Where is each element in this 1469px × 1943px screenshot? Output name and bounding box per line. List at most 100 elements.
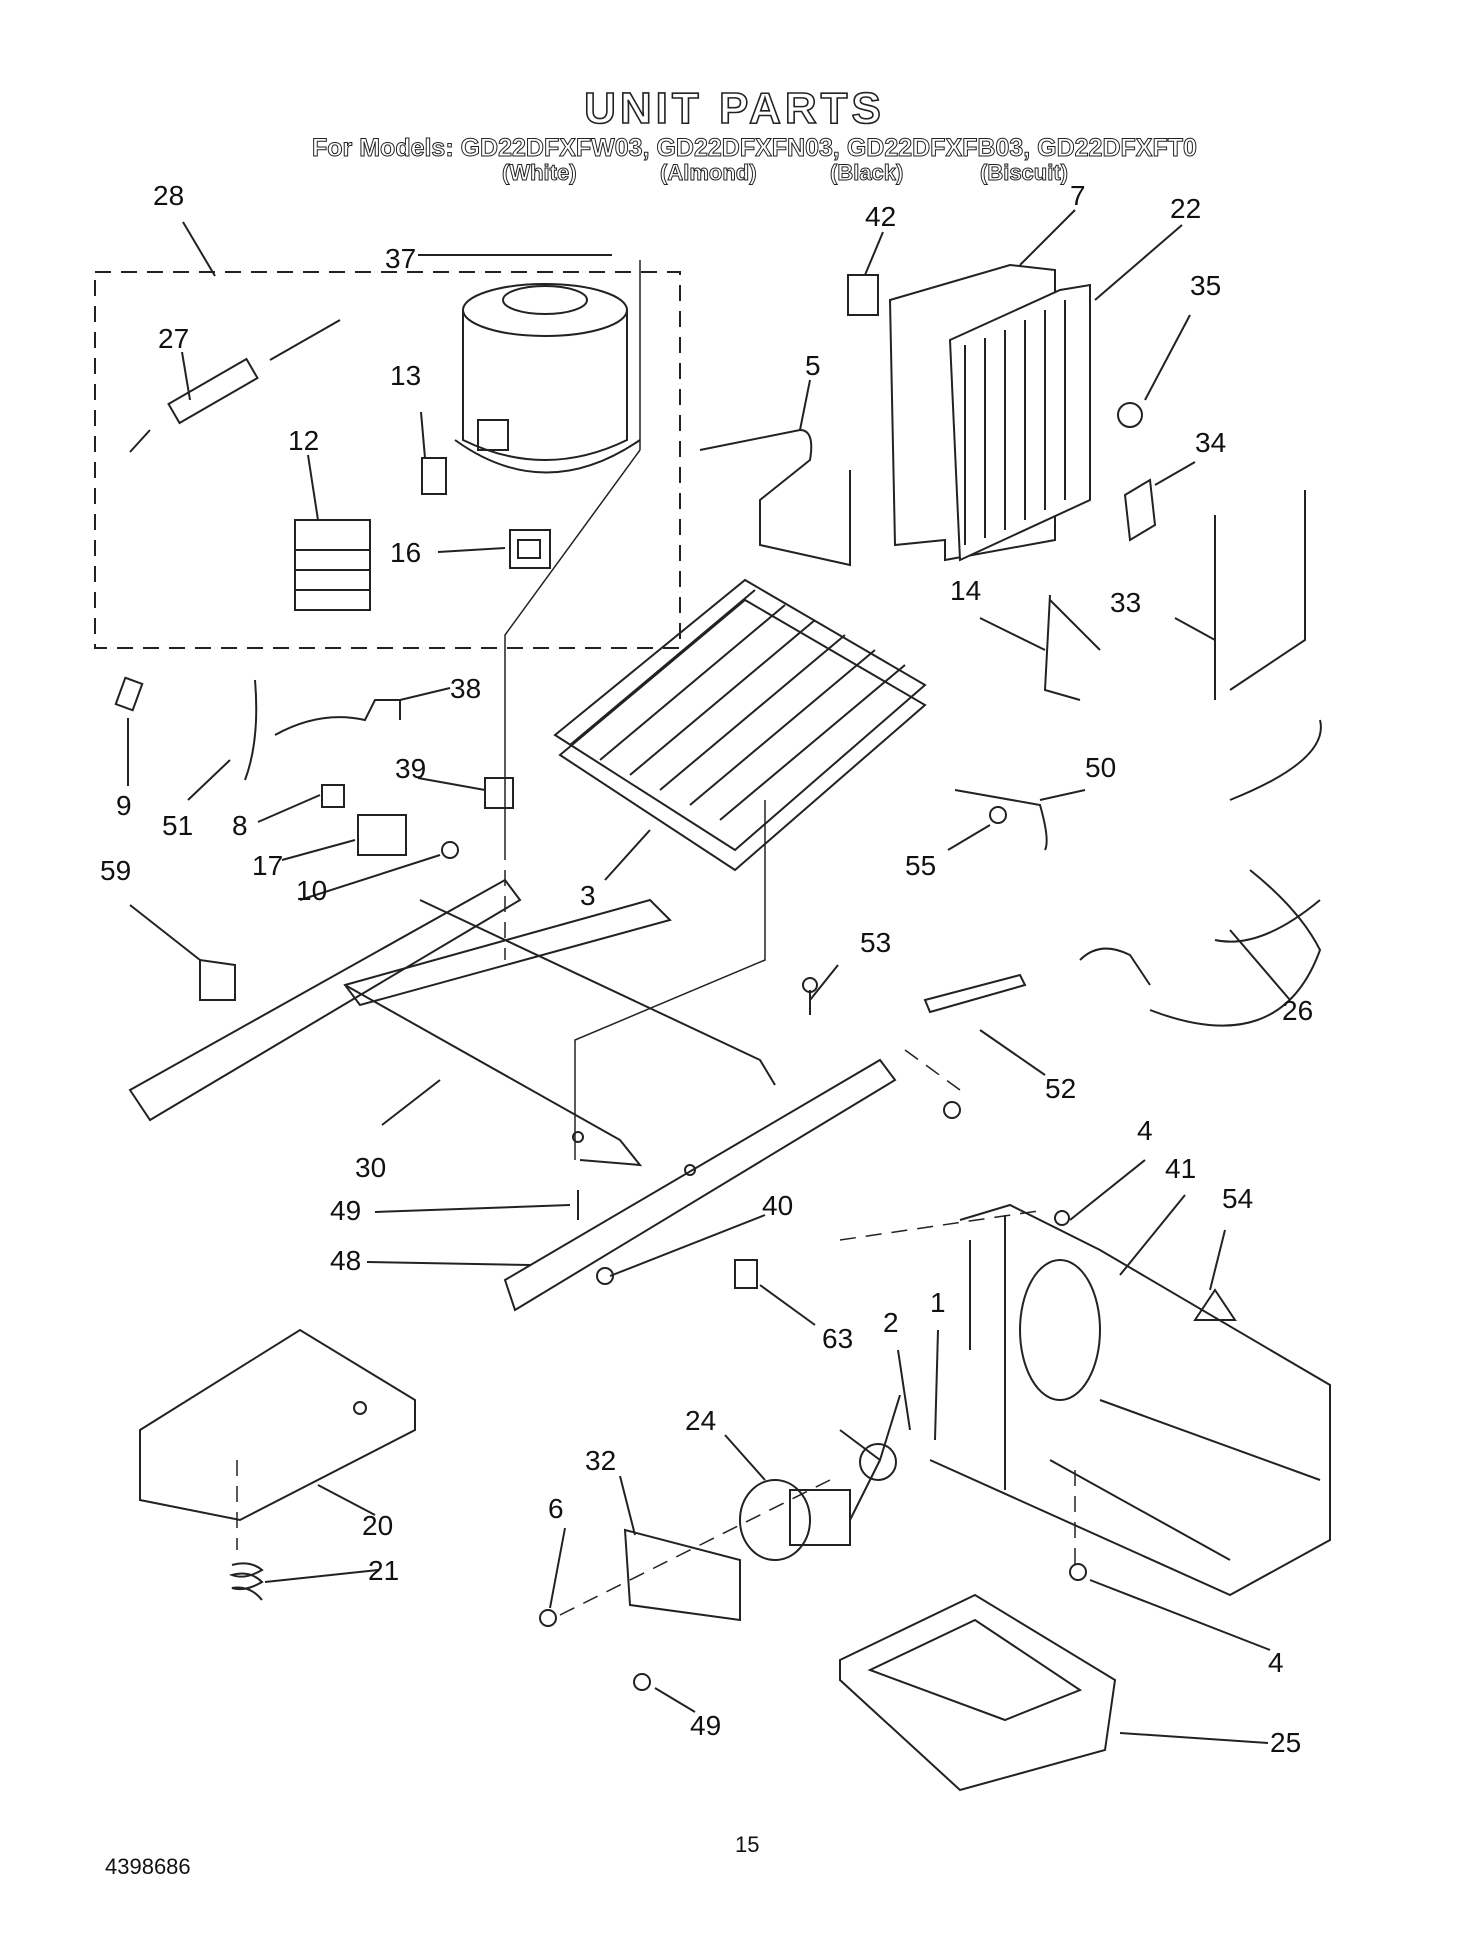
document-number: 4398686 xyxy=(105,1854,191,1879)
callout-10: 10 xyxy=(296,875,327,906)
callout-59: 59 xyxy=(100,855,131,886)
callout-labels: 28 37 27 13 12 16 42 7 22 35 5 34 14 33 … xyxy=(100,180,1313,1758)
models-line: For Models: GD22DFXFW03, GD22DFXFN03, GD… xyxy=(312,134,1198,163)
callout-49: 49 xyxy=(330,1195,361,1226)
callout-8: 8 xyxy=(232,810,248,841)
screw-53 xyxy=(802,977,818,1015)
tube-51 xyxy=(244,679,258,781)
leader-lines xyxy=(127,209,1291,1744)
cover-20 xyxy=(139,1328,416,1522)
frame-rails xyxy=(128,878,897,1312)
part-63 xyxy=(734,1259,758,1289)
callout-16: 16 xyxy=(390,537,421,568)
callout-22: 22 xyxy=(1170,193,1201,224)
callout-52: 52 xyxy=(1045,1073,1076,1104)
callout-34: 34 xyxy=(1195,427,1226,458)
fan-blade xyxy=(839,1394,901,1521)
callout-39: 39 xyxy=(395,753,426,784)
tubes-33 xyxy=(1214,490,1306,700)
bracket-59 xyxy=(199,958,236,1001)
part-8 xyxy=(321,784,345,808)
callout-2: 2 xyxy=(883,1307,899,1338)
fan-motor xyxy=(739,1479,851,1561)
part-35 xyxy=(1117,402,1143,428)
tie-52 xyxy=(923,973,1027,1014)
callout-14: 14 xyxy=(950,575,981,606)
page-number: 15 xyxy=(735,1832,760,1857)
harness-26 xyxy=(1079,719,1322,1027)
variant-black: (Black) xyxy=(829,160,904,186)
callout-40: 40 xyxy=(762,1190,793,1221)
callout-32: 32 xyxy=(585,1445,616,1476)
relay xyxy=(294,519,371,611)
bracket-32 xyxy=(623,1528,741,1622)
callout-21: 21 xyxy=(368,1555,399,1586)
callout-5: 5 xyxy=(805,350,821,381)
evaporator xyxy=(553,578,927,872)
connector-54 xyxy=(1193,1288,1237,1321)
callout-30: 30 xyxy=(355,1152,386,1183)
callout-50: 50 xyxy=(1085,752,1116,783)
part-50 xyxy=(954,789,1048,851)
part-9 xyxy=(114,676,144,712)
bracket-34 xyxy=(1123,478,1157,542)
callout-6: 6 xyxy=(548,1493,564,1524)
diagram-title: UNIT PARTS xyxy=(583,83,885,134)
callout-3: 3 xyxy=(580,880,596,911)
screw-6 xyxy=(539,1609,557,1627)
valve-17 xyxy=(357,814,407,856)
drain-pan xyxy=(839,1593,1117,1792)
callout-63: 63 xyxy=(822,1323,853,1354)
callout-49-lower: 49 xyxy=(690,1710,721,1741)
callout-20: 20 xyxy=(362,1510,393,1541)
clip-42 xyxy=(847,274,879,316)
callout-28: 28 xyxy=(153,180,184,211)
callout-54: 54 xyxy=(1222,1183,1253,1214)
callout-26: 26 xyxy=(1282,995,1313,1026)
callout-9: 9 xyxy=(116,790,132,821)
callout-33: 33 xyxy=(1110,587,1141,618)
screw-49-lower xyxy=(633,1673,651,1691)
harness-38 xyxy=(274,699,401,736)
compressor-kit-box xyxy=(94,271,681,649)
assembly-lines xyxy=(236,260,1076,1616)
callout-25: 25 xyxy=(1270,1727,1301,1758)
screw-4-top xyxy=(1054,1210,1070,1226)
callout-53: 53 xyxy=(860,927,891,958)
callout-51: 51 xyxy=(162,810,193,841)
screw-4-bottom xyxy=(1069,1563,1087,1581)
callout-35: 35 xyxy=(1190,270,1221,301)
condenser-shroud xyxy=(888,263,1091,562)
callout-37: 37 xyxy=(385,243,416,274)
compressor xyxy=(454,283,641,474)
drier xyxy=(129,319,341,453)
grommet-39 xyxy=(484,777,514,809)
clip-13 xyxy=(421,457,447,495)
callout-48: 48 xyxy=(330,1245,361,1276)
overload xyxy=(509,529,551,569)
screw-55 xyxy=(989,806,1007,824)
callout-42: 42 xyxy=(865,201,896,232)
callout-1: 1 xyxy=(930,1287,946,1318)
callout-24: 24 xyxy=(685,1405,716,1436)
tube-5 xyxy=(699,428,851,567)
variant-white: (White) xyxy=(502,160,578,186)
callout-4-bottom: 4 xyxy=(1268,1647,1284,1678)
machine-compartment xyxy=(929,1203,1331,1597)
callout-27: 27 xyxy=(158,323,189,354)
callout-38: 38 xyxy=(450,673,481,704)
callout-41: 41 xyxy=(1165,1153,1196,1184)
callout-17: 17 xyxy=(252,850,283,881)
variant-biscuit: (Biscuit) xyxy=(980,160,1069,186)
variant-almond: (Almond) xyxy=(660,160,758,186)
callout-55: 55 xyxy=(905,850,936,881)
spring-21 xyxy=(228,1562,264,1601)
callout-7: 7 xyxy=(1070,180,1086,211)
wire-14 xyxy=(1043,594,1101,701)
callout-13: 13 xyxy=(390,360,421,391)
callout-12: 12 xyxy=(288,425,319,456)
screw-40 xyxy=(596,1101,961,1285)
screw-10 xyxy=(441,841,459,859)
callout-4-top: 4 xyxy=(1137,1115,1153,1146)
